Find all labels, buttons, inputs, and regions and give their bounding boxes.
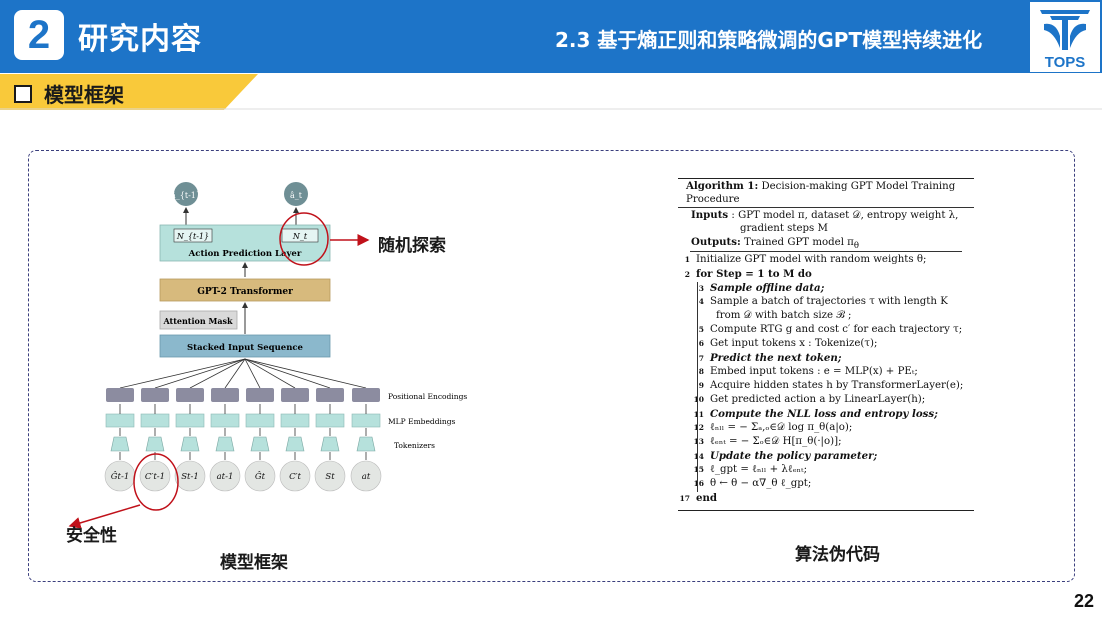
- gpt2-transformer-block: GPT-2 Transformer: [159, 278, 331, 302]
- for-loop-bar: [697, 282, 698, 492]
- token-label: C′t: [289, 472, 301, 482]
- header-bar: 2 研究内容 2.3 基于熵正则和策略微调的GPT模型持续进化 TOPS: [0, 0, 1102, 73]
- model-architecture-figure: â_{t-1} â_t N_{t-1} N_t Action Predictio…: [68, 182, 467, 529]
- attention-mask-block: Attention Mask: [159, 310, 238, 330]
- algorithm-title: Algorithm 1: Decision-making GPT Model T…: [686, 180, 956, 192]
- highlight-ellipse-left: [133, 453, 179, 511]
- token-label: Ĝt-1: [111, 470, 130, 482]
- svg-text:Attention Mask: Attention Mask: [162, 316, 233, 326]
- svg-text:â_t: â_t: [290, 191, 303, 200]
- action-prediction-layer: N_{t-1} N_t Action Prediction Layer: [159, 224, 331, 262]
- page-number: 22: [1073, 591, 1094, 611]
- token-label: Ĝt: [255, 470, 266, 482]
- callout-safety: 安全性: [66, 526, 117, 546]
- algo-line: from 𝒟 with batch size ℬ ;: [716, 310, 852, 321]
- token-label: at-1: [217, 472, 234, 482]
- stacked-input-sequence-block: Stacked Input Sequence: [159, 334, 331, 358]
- checkbox-bullet-icon: [14, 84, 32, 103]
- token-label: C′t-1: [145, 472, 165, 482]
- bottom-rule: [678, 510, 974, 511]
- callout-arrow-left: [68, 504, 141, 529]
- algorithm-box: Algorithm 1: Decision-making GPT Model T…: [678, 174, 974, 518]
- svg-text:GPT-2 Transformer: GPT-2 Transformer: [197, 287, 293, 297]
- token-label: St-1: [181, 472, 199, 482]
- svg-text:â_{t-1}: â_{t-1}: [171, 191, 201, 200]
- output-token-left: â_{t-1}: [171, 182, 201, 206]
- output-token-right: â_t: [284, 182, 308, 206]
- positional-encodings-label: Positional Encodings: [388, 392, 467, 401]
- token-label: St: [325, 472, 335, 482]
- action-layer-label: Action Prediction Layer: [188, 249, 302, 259]
- token-label: at: [362, 472, 371, 482]
- section-number: 2: [27, 12, 51, 57]
- tokenizers-label: Tokenizers: [394, 441, 435, 450]
- mlp-embeddings-label: MLP Embeddings: [388, 417, 456, 426]
- banner-title: 模型框架: [44, 83, 124, 107]
- figure-caption: 模型框架: [220, 553, 288, 573]
- section-title: 研究内容: [78, 22, 202, 57]
- algorithm-inputs-line2: gradient steps M: [740, 223, 828, 234]
- noise-token-left: N_{t-1}: [176, 232, 209, 241]
- callout-random-exploration: 随机探索: [378, 236, 446, 256]
- algorithm-title-line2: Procedure: [686, 194, 740, 205]
- banner-heading: 模型框架: [14, 79, 124, 108]
- algorithm-caption: 算法伪代码: [795, 545, 880, 565]
- tops-logo-icon: TOPS: [1030, 2, 1100, 72]
- content-frame: [28, 150, 1075, 582]
- noise-token-right: N_t: [292, 232, 308, 241]
- svg-text:Stacked Input Sequence: Stacked Input Sequence: [187, 343, 304, 353]
- algorithm-outputs: Outputs: Trained GPT model πθ: [691, 236, 860, 252]
- logo-text: TOPS: [1045, 54, 1086, 71]
- section-banner: [0, 74, 1102, 110]
- slide-subtitle: 2.3 基于熵正则和策略微调的GPT模型持续进化: [555, 28, 983, 52]
- section-number-badge: 2: [14, 10, 64, 60]
- highlight-ellipse-right: [279, 212, 329, 266]
- io-rule: [690, 251, 962, 252]
- token-columns: Ĝt-1 C′t-1 St-1 at-1 Ĝt C′t St at Positi…: [104, 388, 467, 492]
- algorithm-inputs: Inputs : GPT model π, dataset 𝒟, entropy…: [691, 209, 959, 221]
- title-rule: [678, 207, 974, 208]
- top-rule: [678, 178, 974, 179]
- fan-in-arrows: [119, 358, 367, 389]
